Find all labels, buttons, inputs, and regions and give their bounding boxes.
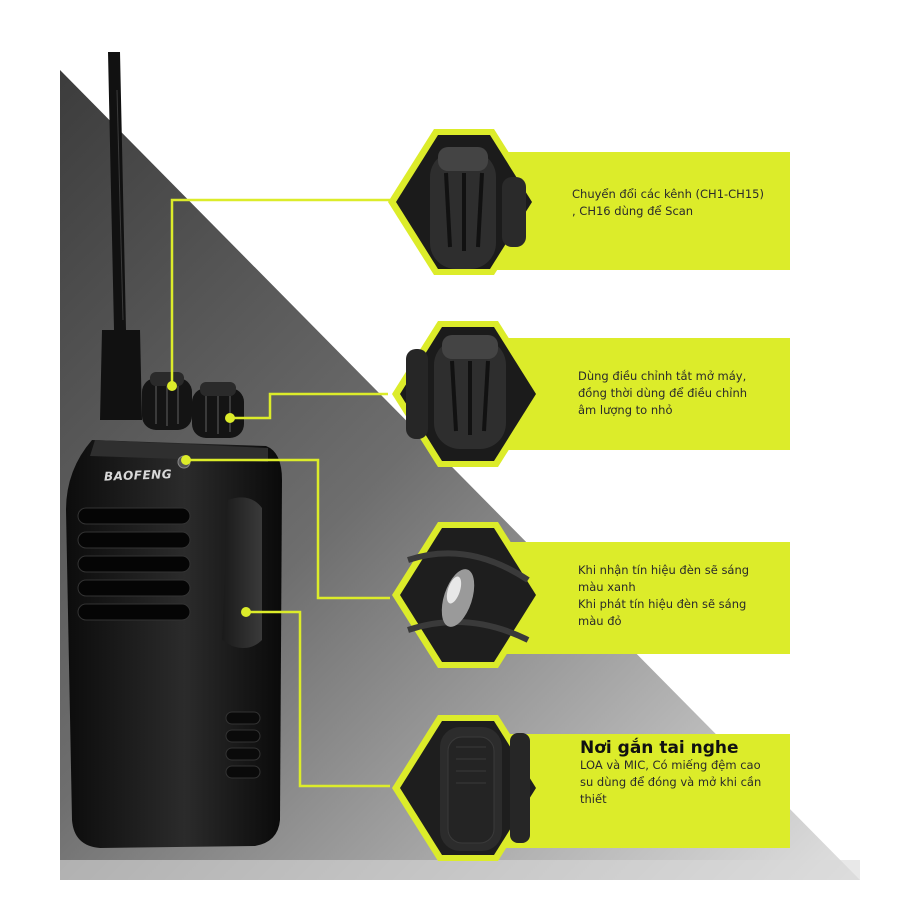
leader-dots	[167, 381, 251, 617]
callout-hex-channel	[388, 129, 540, 275]
callout-line: , CH16 dùng để Scan	[572, 204, 694, 218]
callout-line: màu xanh	[578, 580, 636, 594]
callout-text-earphone: Nơi gắn tai nghe LOA và MIC, Có miếng đệ…	[580, 740, 786, 808]
callout-text-led: Khi nhận tín hiệu đèn sẽ sáng màu xanh K…	[578, 562, 786, 630]
callout-line: Chuyển đổi các kênh (CH1-CH15)	[572, 187, 764, 201]
callout-line: thiết	[580, 792, 607, 806]
callout-line: su dùng để đóng và mở khi cần	[580, 775, 762, 789]
callout-hex-led	[392, 522, 544, 668]
channel-knob	[142, 372, 192, 430]
led-indicator-icon	[407, 550, 530, 643]
callout-line: LOA và MIC, Có miếng đệm cao	[580, 758, 761, 772]
side-grip	[225, 711, 261, 779]
callout-title-earphone: Nơi gắn tai nghe	[580, 738, 739, 758]
callout-line: đồng thời dùng để điều chỉnh	[578, 386, 748, 400]
callout-text-channel: Chuyển đổi các kênh (CH1-CH15) , CH16 dù…	[572, 186, 782, 220]
callout-hex-earphone	[392, 715, 544, 861]
callout-line: Dùng điều chỉnh tắt mở máy,	[578, 369, 747, 383]
earphone-cover	[222, 497, 262, 648]
earphone-jack-icon	[440, 727, 530, 851]
callout-text-volume: Dùng điều chỉnh tắt mở máy, đồng thời dù…	[578, 368, 786, 419]
volume-knob	[192, 382, 244, 438]
callout-hex-volume	[392, 321, 544, 467]
speaker-grill	[77, 507, 191, 621]
callout-line: màu đỏ	[578, 614, 622, 628]
callout-line: Khi nhận tín hiệu đèn sẽ sáng	[578, 563, 750, 577]
leader-lines	[170, 198, 390, 788]
volume-knob-icon	[406, 335, 506, 449]
callout-line: Khi phát tín hiệu đèn sẽ sáng	[578, 597, 747, 611]
channel-knob-icon	[430, 147, 526, 269]
callout-line: âm lượng to nhỏ	[578, 403, 673, 417]
